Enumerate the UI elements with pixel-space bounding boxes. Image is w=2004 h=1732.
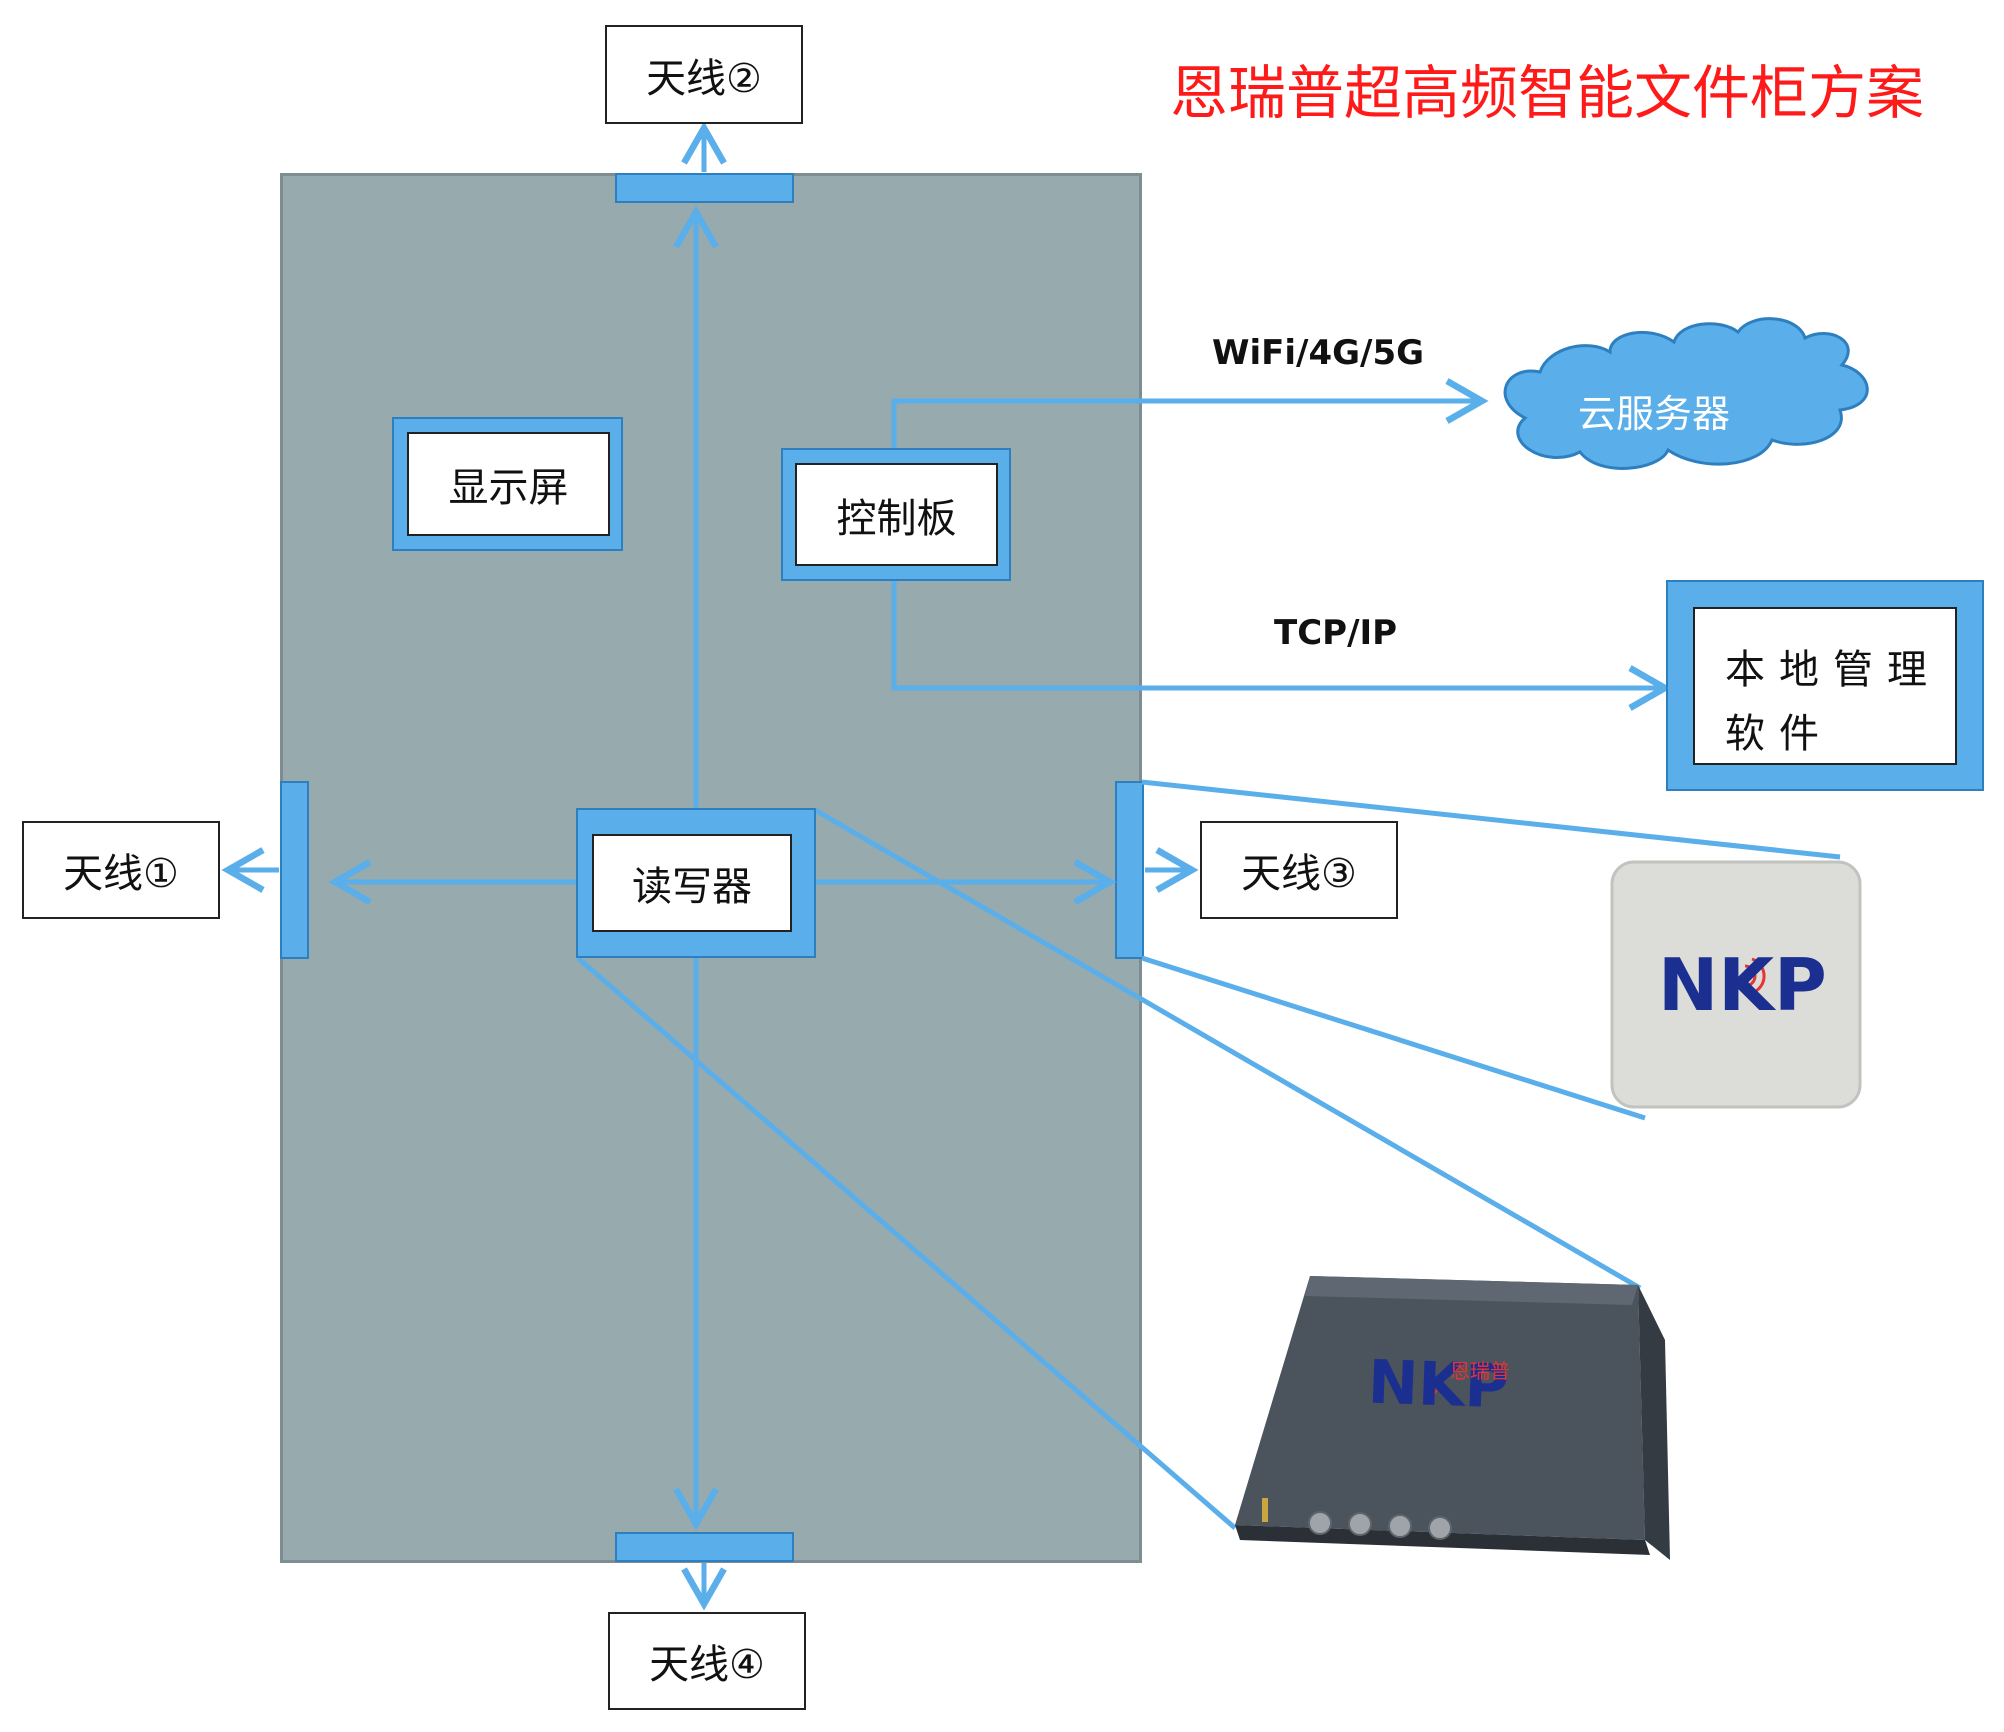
- reader-device: [1235, 1276, 1670, 1560]
- diagram-title: 恩瑞普超高频智能文件柜方案: [1170, 59, 1925, 127]
- reader-module: 读写器: [576, 808, 816, 958]
- wireless-connection-label: WiFi/4G/5G: [1212, 333, 1425, 373]
- local-software-line2: 软件: [1725, 711, 1833, 757]
- display-label-box: 显示屏: [407, 432, 610, 536]
- display-module: 显示屏: [392, 417, 623, 551]
- antenna-2-box: 天线②: [605, 25, 803, 124]
- antenna-4-box: 天线④: [608, 1612, 806, 1710]
- cloud-server-label: 云服务器: [1578, 392, 1731, 436]
- wired-connection-label: TCP/IP: [1274, 613, 1398, 653]
- antenna-1-label: 天线①: [63, 851, 179, 897]
- cloud-shape: [1503, 317, 1869, 470]
- antenna-pad-left: [280, 781, 309, 959]
- control-board-label-box: 控制板: [795, 463, 998, 566]
- antenna-2-label: 天线②: [646, 55, 762, 102]
- antenna-pad-top: [615, 173, 794, 203]
- reader-label-box: 读写器: [592, 834, 792, 932]
- callout-antenna-bottom: [1141, 955, 1646, 1121]
- antenna-3-label: 天线③: [1241, 851, 1357, 897]
- callout-reader-bottom: [576, 956, 1237, 1530]
- callout-antenna-top: [1141, 779, 1841, 860]
- antenna-logo: NKP: [1658, 943, 1827, 1027]
- local-software-module: 本地管理 软件: [1666, 580, 1984, 791]
- reader-label: 读写器: [632, 864, 752, 910]
- antenna-1-box: 天线①: [22, 821, 220, 919]
- antenna-pad-bottom: [615, 1532, 794, 1562]
- antenna-3-box: 天线③: [1200, 821, 1398, 919]
- control-board-label: 控制板: [836, 495, 957, 542]
- antenna-4-label: 天线④: [649, 1642, 765, 1688]
- control-to-cloud: [891, 378, 1489, 450]
- callout-reader-top: [813, 807, 1642, 1291]
- reader-brand-text: 恩瑞普: [1450, 1359, 1510, 1383]
- antenna-product: [1610, 860, 1862, 1109]
- display-label: 显示屏: [448, 465, 569, 511]
- local-software-line1: 本地管理: [1725, 647, 1941, 693]
- local-software-label-box: 本地管理 软件: [1693, 607, 1957, 765]
- control-board-module: 控制板: [781, 448, 1011, 581]
- control-to-local-software: [891, 579, 1672, 711]
